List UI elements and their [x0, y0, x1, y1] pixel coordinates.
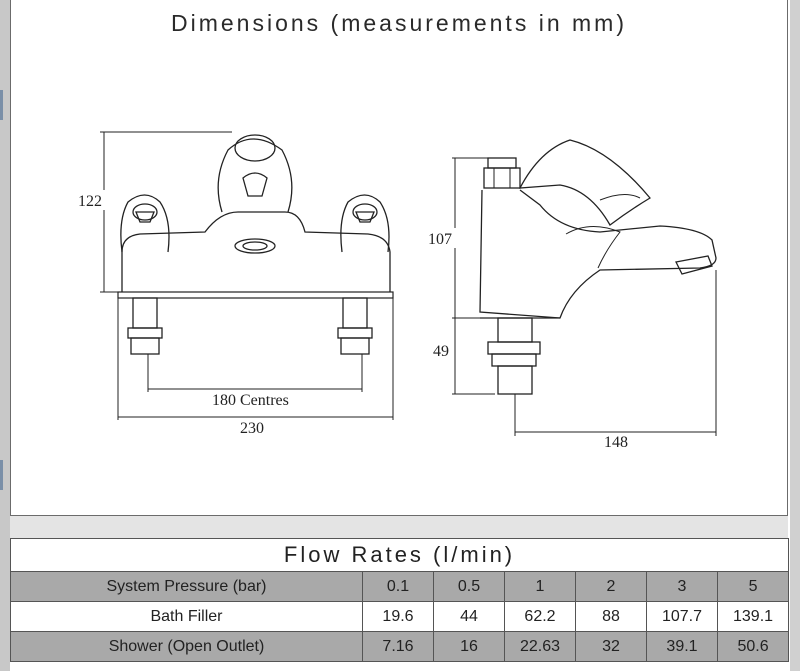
flow-value: 50.6: [716, 631, 790, 662]
flow-value: 16: [433, 631, 505, 662]
flow-value: 107.7: [646, 601, 718, 632]
flow-value: 139.1: [716, 601, 790, 632]
pressure-value: 0.1: [362, 571, 434, 602]
dimension-labels: 122 180 Centres 230 107 49 148: [76, 190, 628, 451]
flow-value: 62.2: [504, 601, 576, 632]
label-front-height: 122: [78, 193, 102, 210]
flow-value: 88: [575, 601, 647, 632]
flow-value: 32: [575, 631, 647, 662]
label-front-width: 230: [240, 420, 264, 437]
label-centres: 180 Centres: [212, 392, 289, 409]
pressure-value: 1: [504, 571, 576, 602]
flow-rates-panel: Flow Rates (l/min) System Pressure (bar)…: [9, 538, 790, 671]
table-row: Bath Filler 19.6 44 62.2 88 107.7 139.1: [10, 601, 790, 632]
flow-value: 39.1: [646, 631, 718, 662]
label-side-height-upper: 107: [428, 231, 452, 248]
flow-value: 7.16: [362, 631, 434, 662]
left-edge-strip: [0, 0, 10, 671]
edge-mark: [0, 460, 3, 490]
flow-rates-table: Flow Rates (l/min) System Pressure (bar)…: [9, 538, 790, 662]
dimensions-title: Dimensions (measurements in mm): [171, 10, 627, 36]
flow-value: 44: [433, 601, 505, 632]
edge-mark: [0, 90, 3, 120]
pressure-value: 2: [575, 571, 647, 602]
panel-separator: [10, 516, 788, 538]
front-view-drawing: [100, 131, 394, 420]
flow-value: 19.6: [362, 601, 434, 632]
dimensions-panel: Dimensions (measurements in mm): [10, 0, 788, 516]
pressure-value: 3: [646, 571, 718, 602]
right-edge-strip: [790, 0, 800, 671]
flow-rates-title: Flow Rates (l/min): [9, 538, 790, 572]
row-label: Shower (Open Outlet): [10, 631, 363, 662]
flow-value: 22.63: [504, 631, 576, 662]
tap-dimension-drawing: 122 180 Centres 230 107 49 148: [76, 131, 717, 451]
label-side-height-lower: 49: [433, 343, 449, 360]
pressure-header-label: System Pressure (bar): [10, 571, 363, 602]
pressure-value: 5: [716, 571, 790, 602]
row-label: Bath Filler: [10, 601, 363, 632]
side-view-drawing: [452, 139, 717, 436]
pressure-value: 0.5: [433, 571, 505, 602]
label-side-depth: 148: [604, 434, 628, 451]
table-row: Shower (Open Outlet) 7.16 16 22.63 32 39…: [10, 631, 790, 662]
table-row: System Pressure (bar) 0.1 0.5 1 2 3 5: [10, 571, 790, 602]
